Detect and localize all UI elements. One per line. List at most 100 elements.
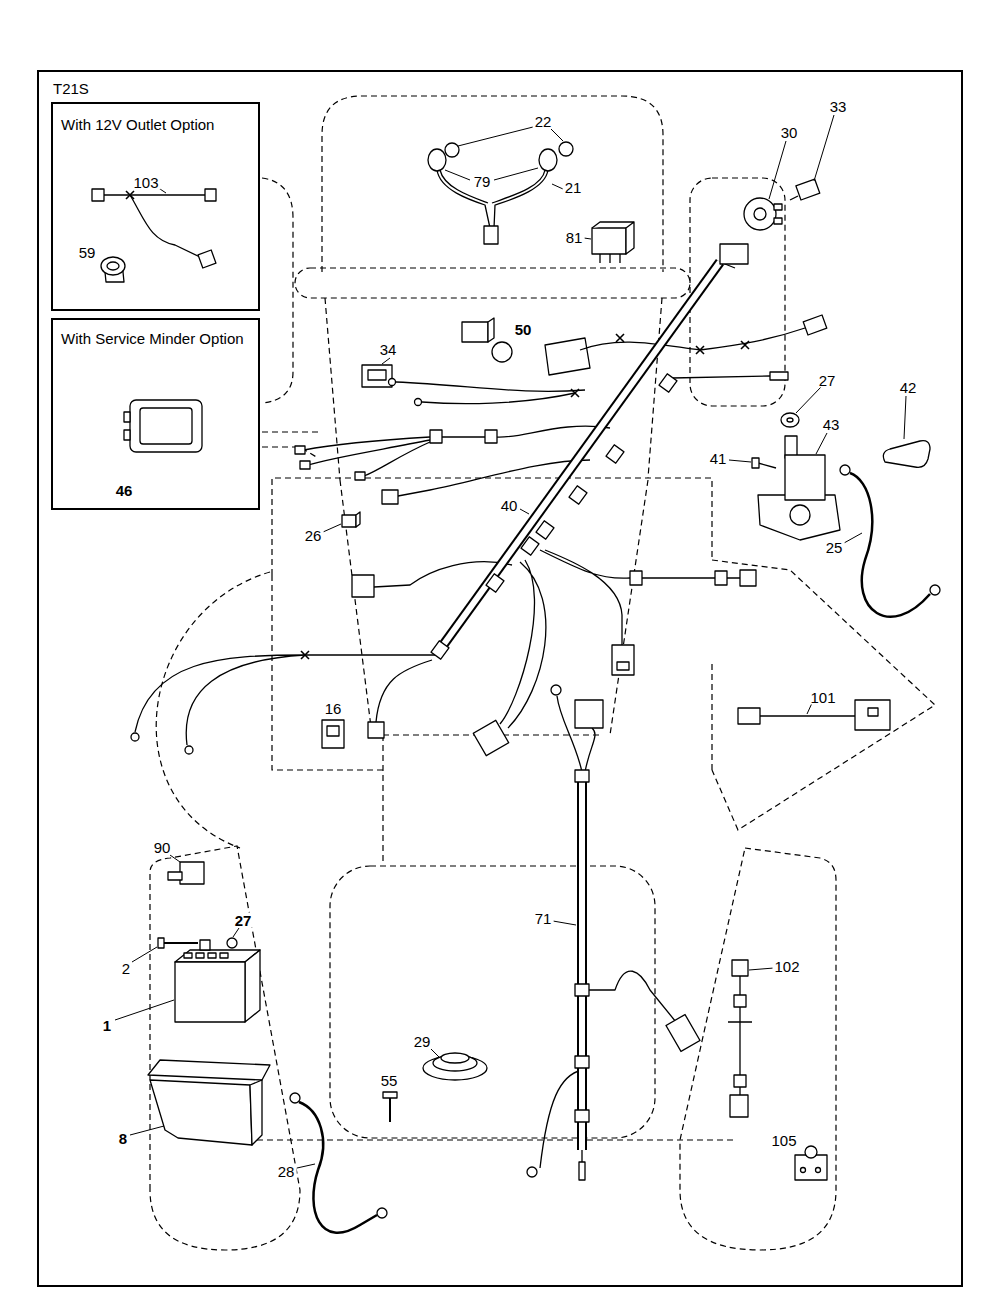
- parts: [559, 142, 573, 156]
- parts: [816, 1168, 821, 1173]
- parts: [795, 1155, 827, 1180]
- callout-number: 103: [131, 175, 160, 190]
- leader-line: [458, 127, 563, 146]
- parts: [250, 1080, 262, 1145]
- chassis-outline: [262, 178, 293, 403]
- parts: [575, 700, 603, 728]
- parts: [101, 257, 125, 275]
- parts: [545, 338, 590, 375]
- parts: [787, 418, 793, 422]
- parts: [579, 1162, 585, 1180]
- callout-number: 27: [817, 373, 838, 388]
- parts: [168, 872, 182, 880]
- parts: [527, 1167, 537, 1177]
- parts: [740, 570, 756, 586]
- leader-line: [520, 509, 529, 514]
- parts: [492, 342, 512, 362]
- parts: [389, 1098, 391, 1122]
- callout-number: 55: [379, 1073, 400, 1088]
- parts: [148, 1060, 270, 1080]
- parts: [342, 515, 356, 527]
- parts: [612, 645, 634, 675]
- parts: [536, 521, 554, 539]
- parts: [883, 441, 930, 468]
- parts: [790, 505, 810, 525]
- callout-number: 26: [303, 528, 324, 543]
- parts: [801, 1168, 806, 1173]
- callout-number: 29: [412, 1034, 433, 1049]
- callout-number: 41: [708, 451, 729, 466]
- parts: [850, 473, 930, 617]
- callout-number: 101: [808, 690, 837, 705]
- parts: [185, 746, 193, 754]
- option-box: With Service Minder Option: [51, 318, 260, 510]
- parts: [445, 143, 459, 157]
- chassis-outline: [712, 560, 935, 830]
- parts: [220, 953, 228, 958]
- parts: [180, 862, 204, 884]
- callout-number: 16: [323, 701, 344, 716]
- leader-line: [807, 703, 812, 714]
- leader-line: [729, 460, 751, 462]
- frame-heading: T21S: [53, 80, 89, 97]
- chassis-outline: [150, 96, 935, 1250]
- parts: [140, 408, 192, 444]
- parts: [436, 262, 720, 655]
- parts: [730, 1095, 748, 1117]
- callout-number: 59: [77, 245, 98, 260]
- parts: [431, 374, 677, 659]
- parts: [606, 445, 624, 463]
- parts: [592, 222, 634, 254]
- parts: [840, 465, 850, 475]
- parts: [198, 250, 216, 268]
- parts: [579, 772, 585, 1150]
- parts: [592, 228, 626, 254]
- parts: [430, 430, 442, 443]
- option-box: With 12V Outlet Option: [51, 102, 260, 311]
- leader-line: [552, 184, 563, 189]
- parts: [752, 458, 759, 468]
- parts: [124, 430, 130, 440]
- leader-line: [769, 141, 786, 199]
- parts: [754, 208, 766, 220]
- parts: [485, 430, 497, 443]
- parts: [805, 1146, 817, 1158]
- callout-number: 71: [533, 911, 554, 926]
- parts: [295, 446, 305, 454]
- parts: [575, 770, 589, 782]
- parts: [368, 370, 386, 380]
- parts: [368, 722, 384, 738]
- parts: [356, 512, 360, 527]
- parts: [744, 198, 776, 230]
- chassis-outline: [680, 848, 836, 1250]
- parts: [473, 720, 509, 756]
- parts: [715, 571, 727, 585]
- parts: [930, 585, 940, 595]
- leader-line: [115, 115, 906, 1168]
- leader-line: [796, 387, 821, 413]
- callout-number: 33: [828, 99, 849, 114]
- parts: [569, 486, 587, 504]
- parts: [659, 374, 677, 392]
- chassis-outline: [330, 866, 655, 1138]
- parts: [150, 1080, 252, 1145]
- parts: [540, 696, 676, 1168]
- frame-box: T21S With 12V Outlet OptionWith Service M…: [37, 70, 963, 1287]
- parts: [774, 204, 782, 210]
- leader-line: [115, 1000, 174, 1020]
- parts: [796, 179, 820, 200]
- callout-number: 81: [564, 230, 585, 245]
- leader-line: [816, 433, 827, 454]
- inset-ground: [51, 102, 260, 311]
- leader-line: [749, 968, 774, 970]
- parts: [383, 1092, 397, 1098]
- parts: [205, 189, 216, 201]
- parts: [575, 984, 589, 996]
- chassis-outline: [295, 268, 690, 298]
- leader-line: [553, 921, 576, 925]
- parts: [382, 490, 398, 504]
- parts: [415, 399, 422, 406]
- parts: [732, 960, 748, 976]
- callout-number: 28: [276, 1164, 297, 1179]
- parts: [162, 942, 198, 944]
